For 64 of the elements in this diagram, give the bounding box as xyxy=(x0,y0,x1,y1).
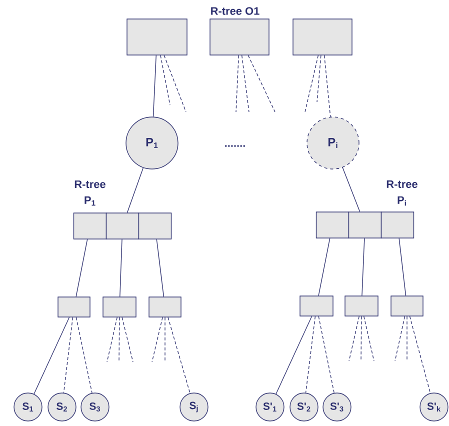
dashed-branch-line xyxy=(318,316,334,394)
node-box xyxy=(126,18,188,56)
node-box xyxy=(58,296,90,318)
node-box xyxy=(138,212,172,240)
circle-node: P$_{i}$ xyxy=(306,116,360,170)
circle-node: S$_{1}$ xyxy=(14,392,42,422)
dashed-branch-line xyxy=(348,316,360,362)
branch-line xyxy=(76,239,88,297)
node-box xyxy=(292,18,352,56)
dashed-branch-line xyxy=(168,317,190,394)
node-box xyxy=(210,18,270,56)
node-box xyxy=(148,296,182,318)
dashed-branch-line xyxy=(118,317,120,362)
node-box xyxy=(102,296,136,318)
branch-line xyxy=(318,238,330,296)
dashed-branch-line xyxy=(304,55,319,112)
dashed-branch-line xyxy=(122,317,134,362)
dashed-branch-line xyxy=(76,317,92,394)
dashed-branch-line xyxy=(164,317,166,362)
circle-node: S'$_{2}$ xyxy=(290,392,318,422)
branch-line xyxy=(156,239,164,297)
branch-line xyxy=(362,238,365,296)
circle-node: S$_{2}$ xyxy=(48,392,76,422)
node-box xyxy=(106,212,140,240)
node-box xyxy=(348,212,382,238)
dashed-branch-line xyxy=(360,316,362,362)
dashed-branch-line xyxy=(409,316,431,394)
branch-line xyxy=(120,239,122,297)
dashed-branch-line xyxy=(236,55,239,112)
dashed-branch-line xyxy=(394,316,406,362)
branch-line xyxy=(126,167,144,213)
circle-node: S$_{j}$ xyxy=(180,392,208,422)
dashed-branch-line xyxy=(160,55,170,106)
dashed-branch-line xyxy=(324,55,331,118)
circle-node: S$_{3}$ xyxy=(80,392,110,422)
dashed-branch-line xyxy=(248,55,276,112)
node-box xyxy=(380,212,414,238)
branch-line xyxy=(34,317,70,394)
dashed-branch-line xyxy=(164,55,186,112)
dashed-branch-line xyxy=(316,55,322,102)
circle-node: S'$_{1}$ xyxy=(256,392,284,422)
node-box xyxy=(73,212,107,240)
circle-node: P$_{1}$ xyxy=(126,116,178,170)
branch-line xyxy=(152,55,156,118)
circle-node: S'$_{3}$ xyxy=(322,392,352,422)
dashed-branch-line xyxy=(406,316,408,362)
node-box xyxy=(344,296,378,316)
branch-line xyxy=(276,316,312,394)
ellipsis-dots: ....... xyxy=(225,145,245,147)
node-box xyxy=(390,296,424,316)
dashed-branch-line xyxy=(364,316,374,362)
node-box xyxy=(316,212,350,238)
dashed-branch-line xyxy=(241,55,250,112)
diagram-title: R-tree O1 xyxy=(211,7,260,15)
dashed-branch-line xyxy=(63,317,74,394)
dashed-branch-line xyxy=(305,316,316,394)
branch-line xyxy=(398,238,406,296)
circle-node: S'$_{k}$ xyxy=(420,392,448,422)
branch-line xyxy=(342,167,360,212)
dashed-branch-line xyxy=(152,317,163,362)
dashed-branch-line xyxy=(106,317,118,362)
node-box xyxy=(300,296,334,316)
tree-label: R-tree P$_{i}$ xyxy=(386,180,418,206)
tree-label: R-tree P$_{1}$ xyxy=(74,180,106,206)
